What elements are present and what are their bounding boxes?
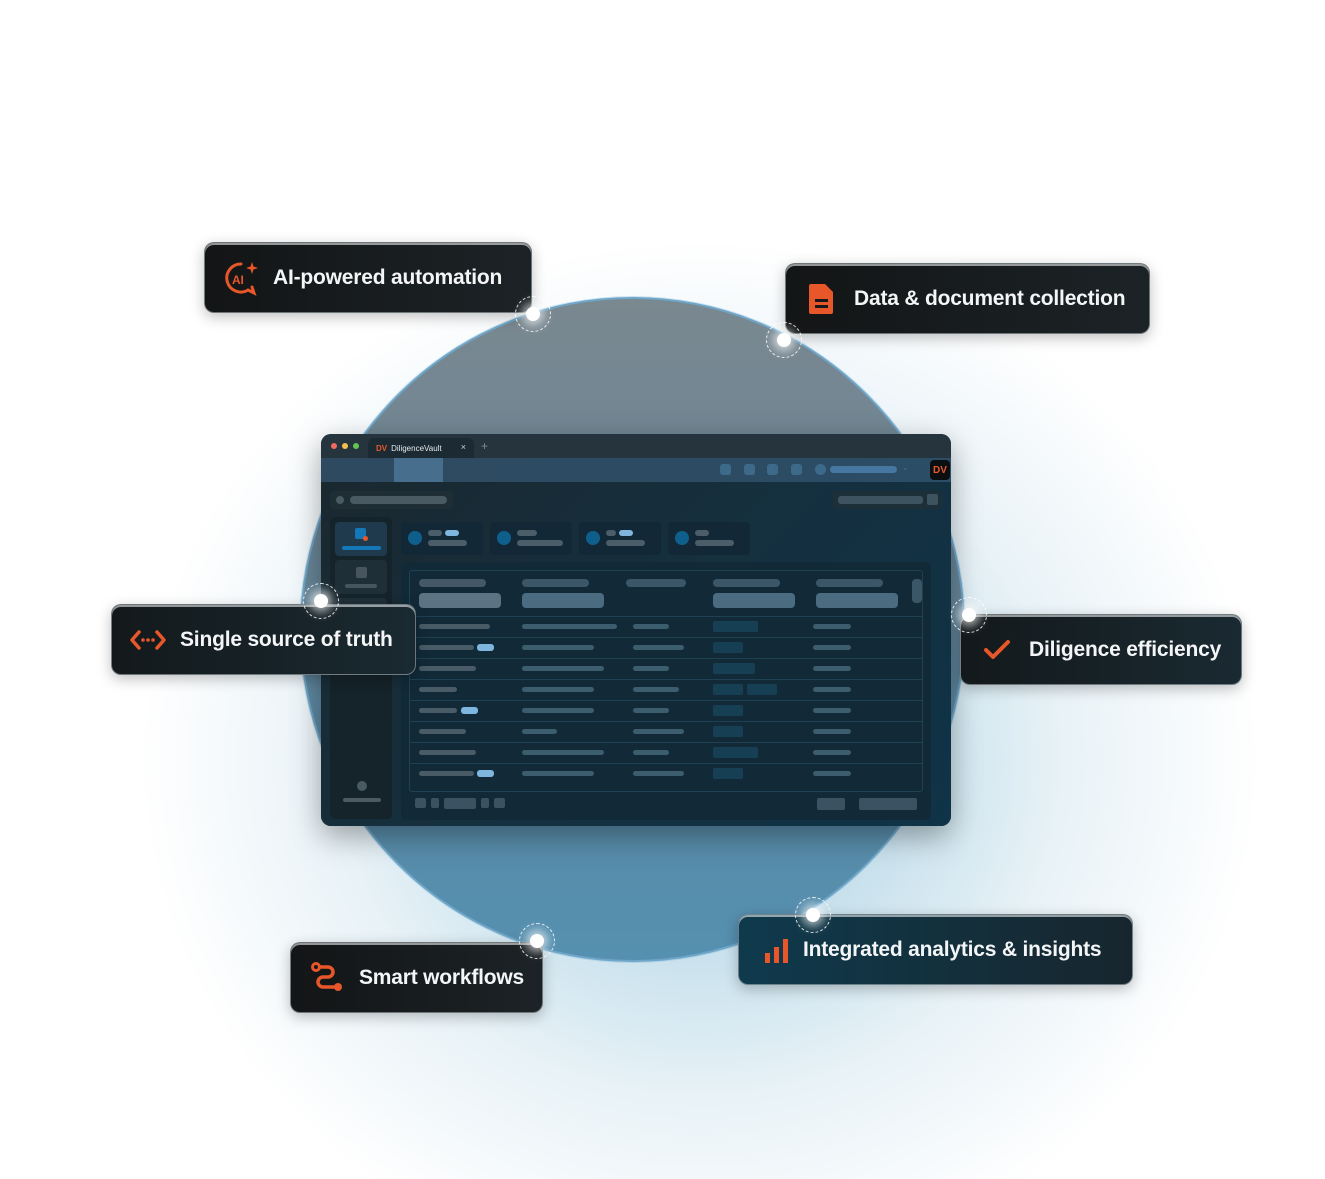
feature-label: Diligence efficiency	[1029, 637, 1222, 661]
feature-single-source-of-truth: Single source of truth	[111, 604, 416, 675]
nav-icon-1[interactable]	[720, 464, 731, 475]
pagination-last[interactable]	[494, 798, 505, 808]
connector-node-analytics	[795, 897, 831, 933]
maximize-window-dot[interactable]	[353, 443, 359, 449]
pagination-prev[interactable]	[431, 798, 439, 808]
app-navbar: ⌄ DV	[321, 458, 951, 482]
table-row[interactable]	[410, 637, 922, 658]
table-row[interactable]	[410, 658, 922, 679]
close-window-dot[interactable]	[331, 443, 337, 449]
connector-node-data	[766, 322, 802, 358]
bar-chart-icon	[763, 937, 791, 963]
filter-icon	[927, 494, 938, 505]
feature-diligence-efficiency: Diligence efficiency	[960, 614, 1242, 685]
tab-title: DiligenceVault	[391, 443, 442, 453]
feature-smart-workflows: Smart workflows	[290, 942, 543, 1013]
feature-label: AI-powered automation	[273, 265, 503, 289]
settings-icon[interactable]	[357, 781, 367, 791]
table-row[interactable]	[410, 763, 922, 784]
brand-logo: DV	[930, 460, 950, 480]
feature-data-document-collection: Data & document collection	[785, 263, 1150, 334]
close-tab-icon[interactable]: ×	[460, 442, 466, 452]
minimize-window-dot[interactable]	[342, 443, 348, 449]
pagination-page[interactable]	[444, 798, 476, 809]
kpi-card[interactable]	[490, 522, 572, 555]
app-window-mockup: DV DiligenceVault × + ⌄ DV	[321, 434, 951, 826]
sidebar-icon	[355, 528, 366, 539]
feature-label: Integrated analytics & insights	[803, 937, 1102, 961]
connector-node-truth	[303, 583, 339, 619]
browser-titlebar: DV DiligenceVault × +	[321, 434, 951, 458]
nav-icon-4[interactable]	[791, 464, 802, 475]
sidebar-item-active[interactable]	[335, 522, 387, 556]
nav-active-item[interactable]	[394, 458, 443, 482]
pagination-first[interactable]	[415, 798, 426, 808]
search-icon	[336, 496, 344, 504]
filter-control[interactable]	[833, 491, 942, 509]
feature-ai-powered-automation: AI AI-powered automation	[204, 242, 532, 313]
sidebar-item[interactable]	[335, 560, 387, 594]
feature-label: Smart workflows	[359, 965, 525, 989]
browser-tab[interactable]: DV DiligenceVault ×	[368, 438, 474, 458]
page-range	[859, 798, 917, 810]
new-tab-icon[interactable]: +	[481, 439, 489, 453]
feature-label: Data & document collection	[854, 286, 1126, 310]
ai-sparkle-icon: AI	[221, 259, 261, 297]
user-avatar[interactable]	[815, 464, 826, 475]
table-row[interactable]	[410, 721, 922, 742]
table-row[interactable]	[410, 616, 922, 637]
kpi-card[interactable]	[579, 522, 661, 555]
table-row[interactable]	[410, 679, 922, 700]
search-bar[interactable]	[330, 491, 453, 509]
feature-label: Single source of truth	[180, 627, 393, 651]
connector-node-ai	[515, 296, 551, 332]
table-row[interactable]	[410, 742, 922, 763]
connector-node-workflows	[519, 923, 555, 959]
nav-icon-2[interactable]	[744, 464, 755, 475]
kpi-card[interactable]	[401, 522, 483, 555]
checkmark-icon	[977, 639, 1017, 661]
data-table	[401, 562, 931, 820]
app-content	[321, 482, 951, 826]
svg-text:AI: AI	[232, 273, 244, 287]
connector-node-efficiency	[951, 597, 987, 633]
tab-logo-icon: DV	[376, 443, 388, 453]
chevron-down-icon[interactable]: ⌄	[902, 463, 909, 472]
user-name-placeholder[interactable]	[830, 466, 897, 473]
workflow-path-icon	[307, 961, 347, 995]
table-row[interactable]	[410, 700, 922, 721]
nav-icon-3[interactable]	[767, 464, 778, 475]
pagination-next[interactable]	[481, 798, 489, 808]
document-icon	[802, 282, 842, 316]
kpi-card[interactable]	[668, 522, 750, 555]
code-arrows-icon	[128, 629, 168, 650]
rows-per-page[interactable]	[817, 798, 845, 810]
